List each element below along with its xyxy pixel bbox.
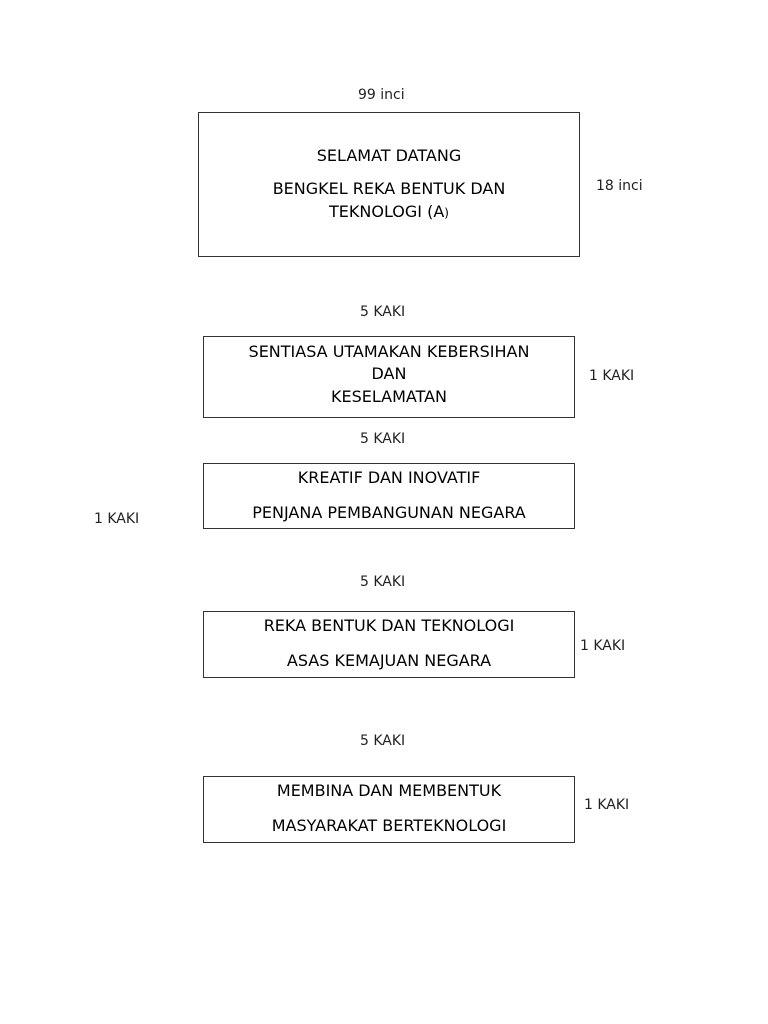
sign5-line2: MASYARAKAT BERTEKNOLOGI: [271, 816, 507, 835]
sign1-line1: SELAMAT DATANG: [316, 146, 462, 165]
sign3-line1: KREATIF DAN INOVATIF: [297, 468, 481, 487]
sign2-width-label: 5 KAKI: [360, 304, 406, 320]
sign2-line1: SENTIASA UTAMAKAN KEBERSIHAN: [248, 342, 530, 361]
sign1-line3: TEKNOLOGI (A): [199, 202, 579, 221]
sign1-line3-paren: ): [444, 206, 449, 220]
sign2-box: SENTIASA UTAMAKAN KEBERSIHAN DAN KESELAM…: [203, 336, 575, 418]
sign3-height-label: 1 KAKI: [94, 511, 140, 527]
sign1-line2: BENGKEL REKA BENTUK DAN: [272, 179, 506, 198]
sign5-height-label: 1 KAKI: [584, 797, 630, 813]
sign1-line3-main: TEKNOLOGI (A: [329, 202, 445, 221]
sign2-line2: DAN: [371, 364, 407, 383]
sign1-box: SELAMAT DATANG BENGKEL REKA BENTUK DAN T…: [198, 112, 580, 257]
sign3-line2: PENJANA PEMBANGUNAN NEGARA: [252, 503, 526, 522]
sign4-line1: REKA BENTUK DAN TEKNOLOGI: [263, 616, 515, 635]
sign3-width-label: 5 KAKI: [360, 431, 406, 447]
sign4-width-label: 5 KAKI: [360, 574, 406, 590]
sign1-width-label: 99 inci: [358, 87, 405, 103]
sign2-height-label: 1 KAKI: [589, 368, 635, 384]
sign4-box: REKA BENTUK DAN TEKNOLOGI ASAS KEMAJUAN …: [203, 611, 575, 678]
sign3-box: KREATIF DAN INOVATIF PENJANA PEMBANGUNAN…: [203, 463, 575, 529]
sign4-height-label: 1 KAKI: [580, 638, 626, 654]
sign4-line2: ASAS KEMAJUAN NEGARA: [286, 651, 492, 670]
sign1-height-label: 18 inci: [596, 178, 643, 194]
sign2-line3: KESELAMATAN: [330, 387, 448, 406]
sign5-width-label: 5 KAKI: [360, 733, 406, 749]
sign5-line1: MEMBINA DAN MEMBENTUK: [276, 781, 502, 800]
sign5-box: MEMBINA DAN MEMBENTUK MASYARAKAT BERTEKN…: [203, 776, 575, 843]
